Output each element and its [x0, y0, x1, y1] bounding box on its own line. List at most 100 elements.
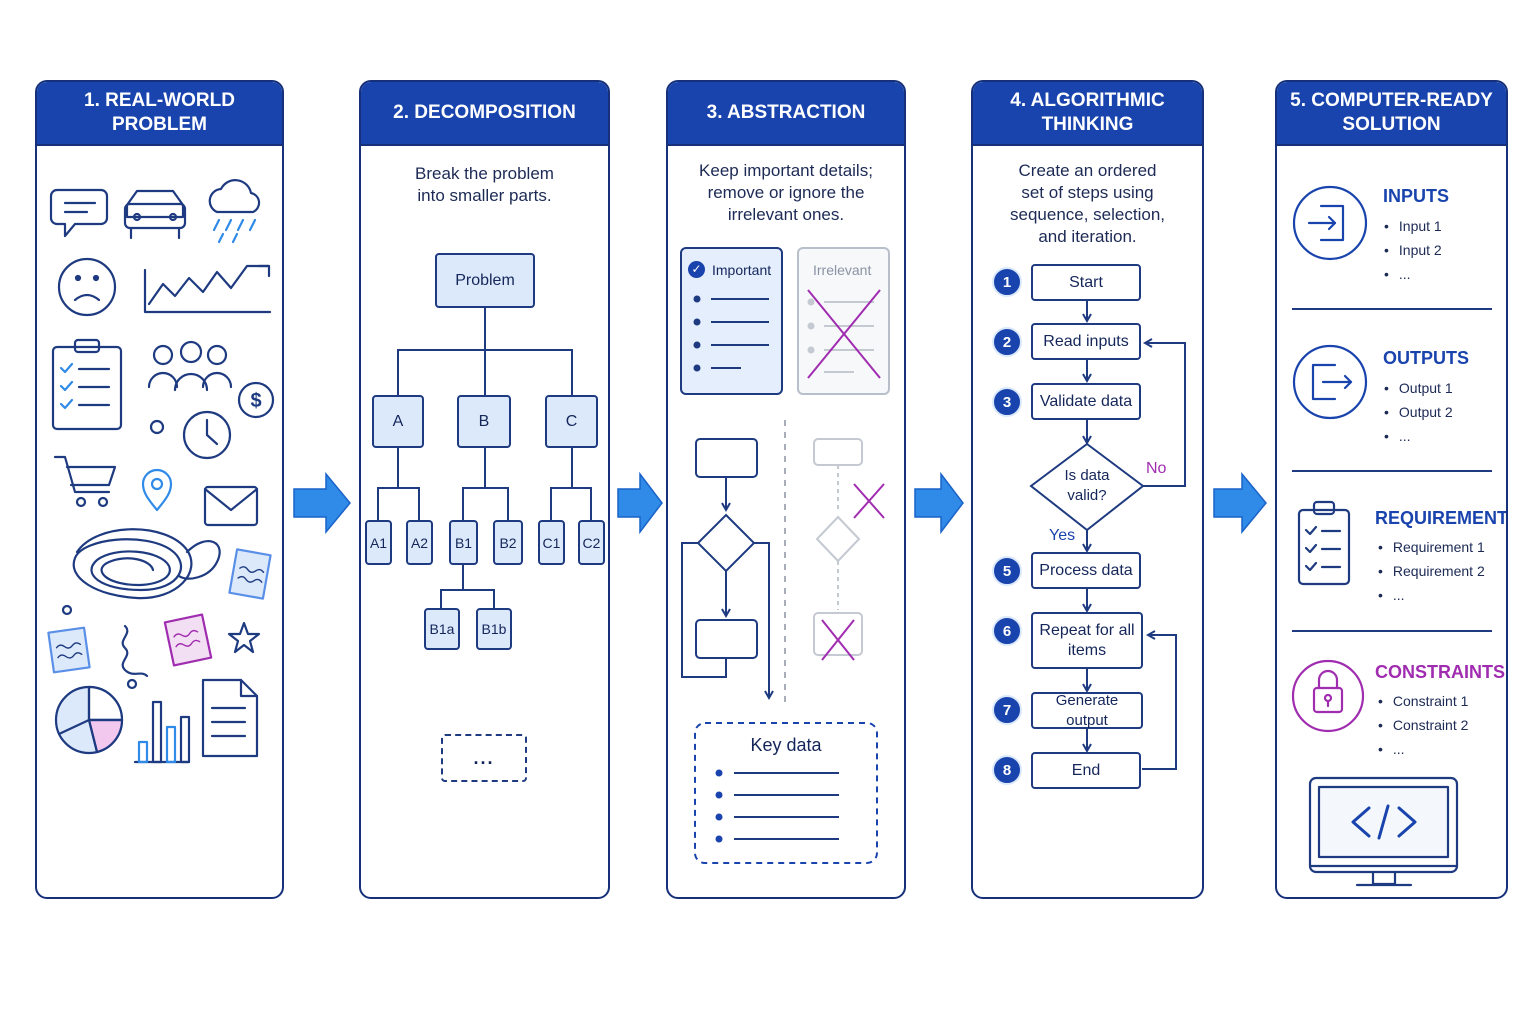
step-number-badge: 7	[992, 695, 1022, 725]
tree-node-b1: B1	[449, 520, 478, 565]
tree-node-more: ...	[441, 734, 527, 782]
list-item: Requirement 2	[1378, 559, 1485, 583]
panel-description: Keep important details; remove or ignore…	[699, 161, 873, 224]
flow-step-repeat: Repeat for all items	[1031, 612, 1143, 669]
problem-icons: $	[47, 179, 275, 764]
car-icon	[123, 189, 187, 240]
document-icon	[201, 678, 259, 758]
pie-chart-icon	[54, 685, 124, 755]
arrow-right-icon	[617, 472, 663, 534]
tree-node-b1a: B1a	[424, 608, 460, 650]
list-item: Requirement 1	[1378, 535, 1485, 559]
panel-real-world-problem: 1. REAL-WORLD PROBLEM $	[35, 80, 284, 899]
panel-abstraction: 3. ABSTRACTION Keep important details; r…	[666, 80, 906, 899]
rain-cloud-icon	[208, 179, 261, 244]
flow-step-process: Process data	[1031, 552, 1141, 589]
inputs-title: INPUTS	[1383, 186, 1450, 206]
yes-label: Yes	[1049, 527, 1076, 544]
tree-node-a1: A1	[365, 520, 392, 565]
panel-title: 2. DECOMPOSITION	[361, 82, 608, 146]
mail-icon	[203, 485, 259, 527]
tree-node-problem: Problem	[435, 253, 535, 308]
checklist-icon	[51, 338, 123, 431]
list-item: ...	[1384, 262, 1442, 286]
tree-node-b2: B2	[493, 520, 523, 565]
lock-icon	[1291, 659, 1365, 733]
note-icon	[228, 548, 272, 600]
tree-node-b: B	[457, 395, 511, 448]
flow-step-validate: Validate data	[1031, 383, 1141, 420]
step-number-badge: 1	[992, 267, 1022, 297]
dollar-icon: $	[237, 381, 275, 419]
panel-description: Create an ordered set of steps using seq…	[1010, 161, 1165, 246]
step-number-badge: 8	[992, 755, 1022, 785]
no-label: No	[1146, 460, 1167, 477]
arrow-right-icon	[914, 472, 964, 534]
note-icon	[163, 613, 213, 667]
location-pin-icon	[141, 468, 173, 512]
list-item: ...	[1378, 737, 1468, 761]
sad-face-icon	[57, 257, 117, 317]
irrelevant-label: Irrelevant	[813, 262, 872, 278]
star-icon	[227, 621, 261, 654]
output-icon	[1292, 344, 1368, 420]
constraints-list: Constraint 1 Constraint 2 ...	[1378, 689, 1468, 761]
cart-icon	[53, 455, 117, 508]
code-monitor-icon	[1308, 776, 1459, 887]
inputs-list: Input 1 Input 2 ...	[1384, 214, 1442, 286]
list-item: Input 2	[1384, 238, 1442, 262]
panel-description: Break the problem into smaller parts.	[415, 164, 554, 205]
trend-chart-icon	[143, 264, 272, 314]
list-item: Output 2	[1384, 400, 1453, 424]
list-item: ...	[1378, 583, 1485, 607]
flow-step-end: End	[1031, 752, 1141, 789]
input-icon	[1292, 185, 1368, 261]
requirements-title: REQUIREMENTS	[1375, 508, 1508, 528]
note-icon	[47, 626, 91, 674]
panel-title: 4. ALGORITHMIC THINKING	[973, 82, 1202, 146]
list-item: Constraint 1	[1378, 689, 1468, 713]
tree-node-a: A	[372, 395, 424, 448]
tree-node-a2: A2	[406, 520, 433, 565]
step-number-badge: 2	[992, 327, 1022, 357]
tree-node-c2: C2	[578, 520, 605, 565]
chat-icon	[49, 188, 109, 238]
svg-text:$: $	[250, 390, 261, 412]
panel-algorithmic-thinking: 4. ALGORITHMIC THINKING Create an ordere…	[971, 80, 1204, 899]
clipboard-icon	[1297, 500, 1351, 586]
step-number-badge: 3	[992, 387, 1022, 417]
section-divider	[1292, 470, 1492, 472]
panel-computer-ready-solution: 5. COMPUTER-READY SOLUTION INPUTS Input …	[1275, 80, 1508, 899]
list-item: Output 1	[1384, 376, 1453, 400]
panel-title: 5. COMPUTER-READY SOLUTION	[1277, 82, 1506, 146]
step-number-badge: 5	[992, 556, 1022, 586]
key-data-label: Key data	[750, 735, 822, 755]
list-item: ...	[1384, 424, 1453, 448]
flow-step-generate: Generate output	[1031, 692, 1143, 729]
tree-node-b1b: B1b	[476, 608, 512, 650]
section-divider	[1292, 308, 1492, 310]
flowchart-connectors	[1029, 301, 1186, 770]
important-label: Important	[712, 262, 772, 278]
step-number-badge: 6	[992, 616, 1022, 646]
outputs-list: Output 1 Output 2 ...	[1384, 376, 1453, 448]
panel-decomposition: 2. DECOMPOSITION Break the problem into …	[359, 80, 610, 899]
list-item: Input 1	[1384, 214, 1442, 238]
arrow-right-icon	[1213, 472, 1267, 534]
section-divider	[1292, 630, 1492, 632]
clock-icon	[182, 410, 232, 460]
flow-step-read-inputs: Read inputs	[1031, 323, 1141, 360]
tree-node-c: C	[545, 395, 598, 448]
panel-title: 3. ABSTRACTION	[668, 82, 904, 146]
people-icon	[147, 340, 233, 392]
abstraction-graphics	[681, 289, 885, 864]
outputs-title: OUTPUTS	[1383, 348, 1470, 368]
flow-step-start: Start	[1031, 264, 1141, 301]
tree-node-c1: C1	[538, 520, 565, 565]
constraints-title: CONSTRAINTS	[1375, 662, 1505, 682]
tree-connectors	[377, 308, 592, 608]
panel-title: 1. REAL-WORLD PROBLEM	[37, 82, 282, 146]
solution-icons	[1291, 185, 1459, 887]
bar-chart-icon	[133, 700, 191, 764]
requirements-list: Requirement 1 Requirement 2 ...	[1378, 535, 1485, 607]
